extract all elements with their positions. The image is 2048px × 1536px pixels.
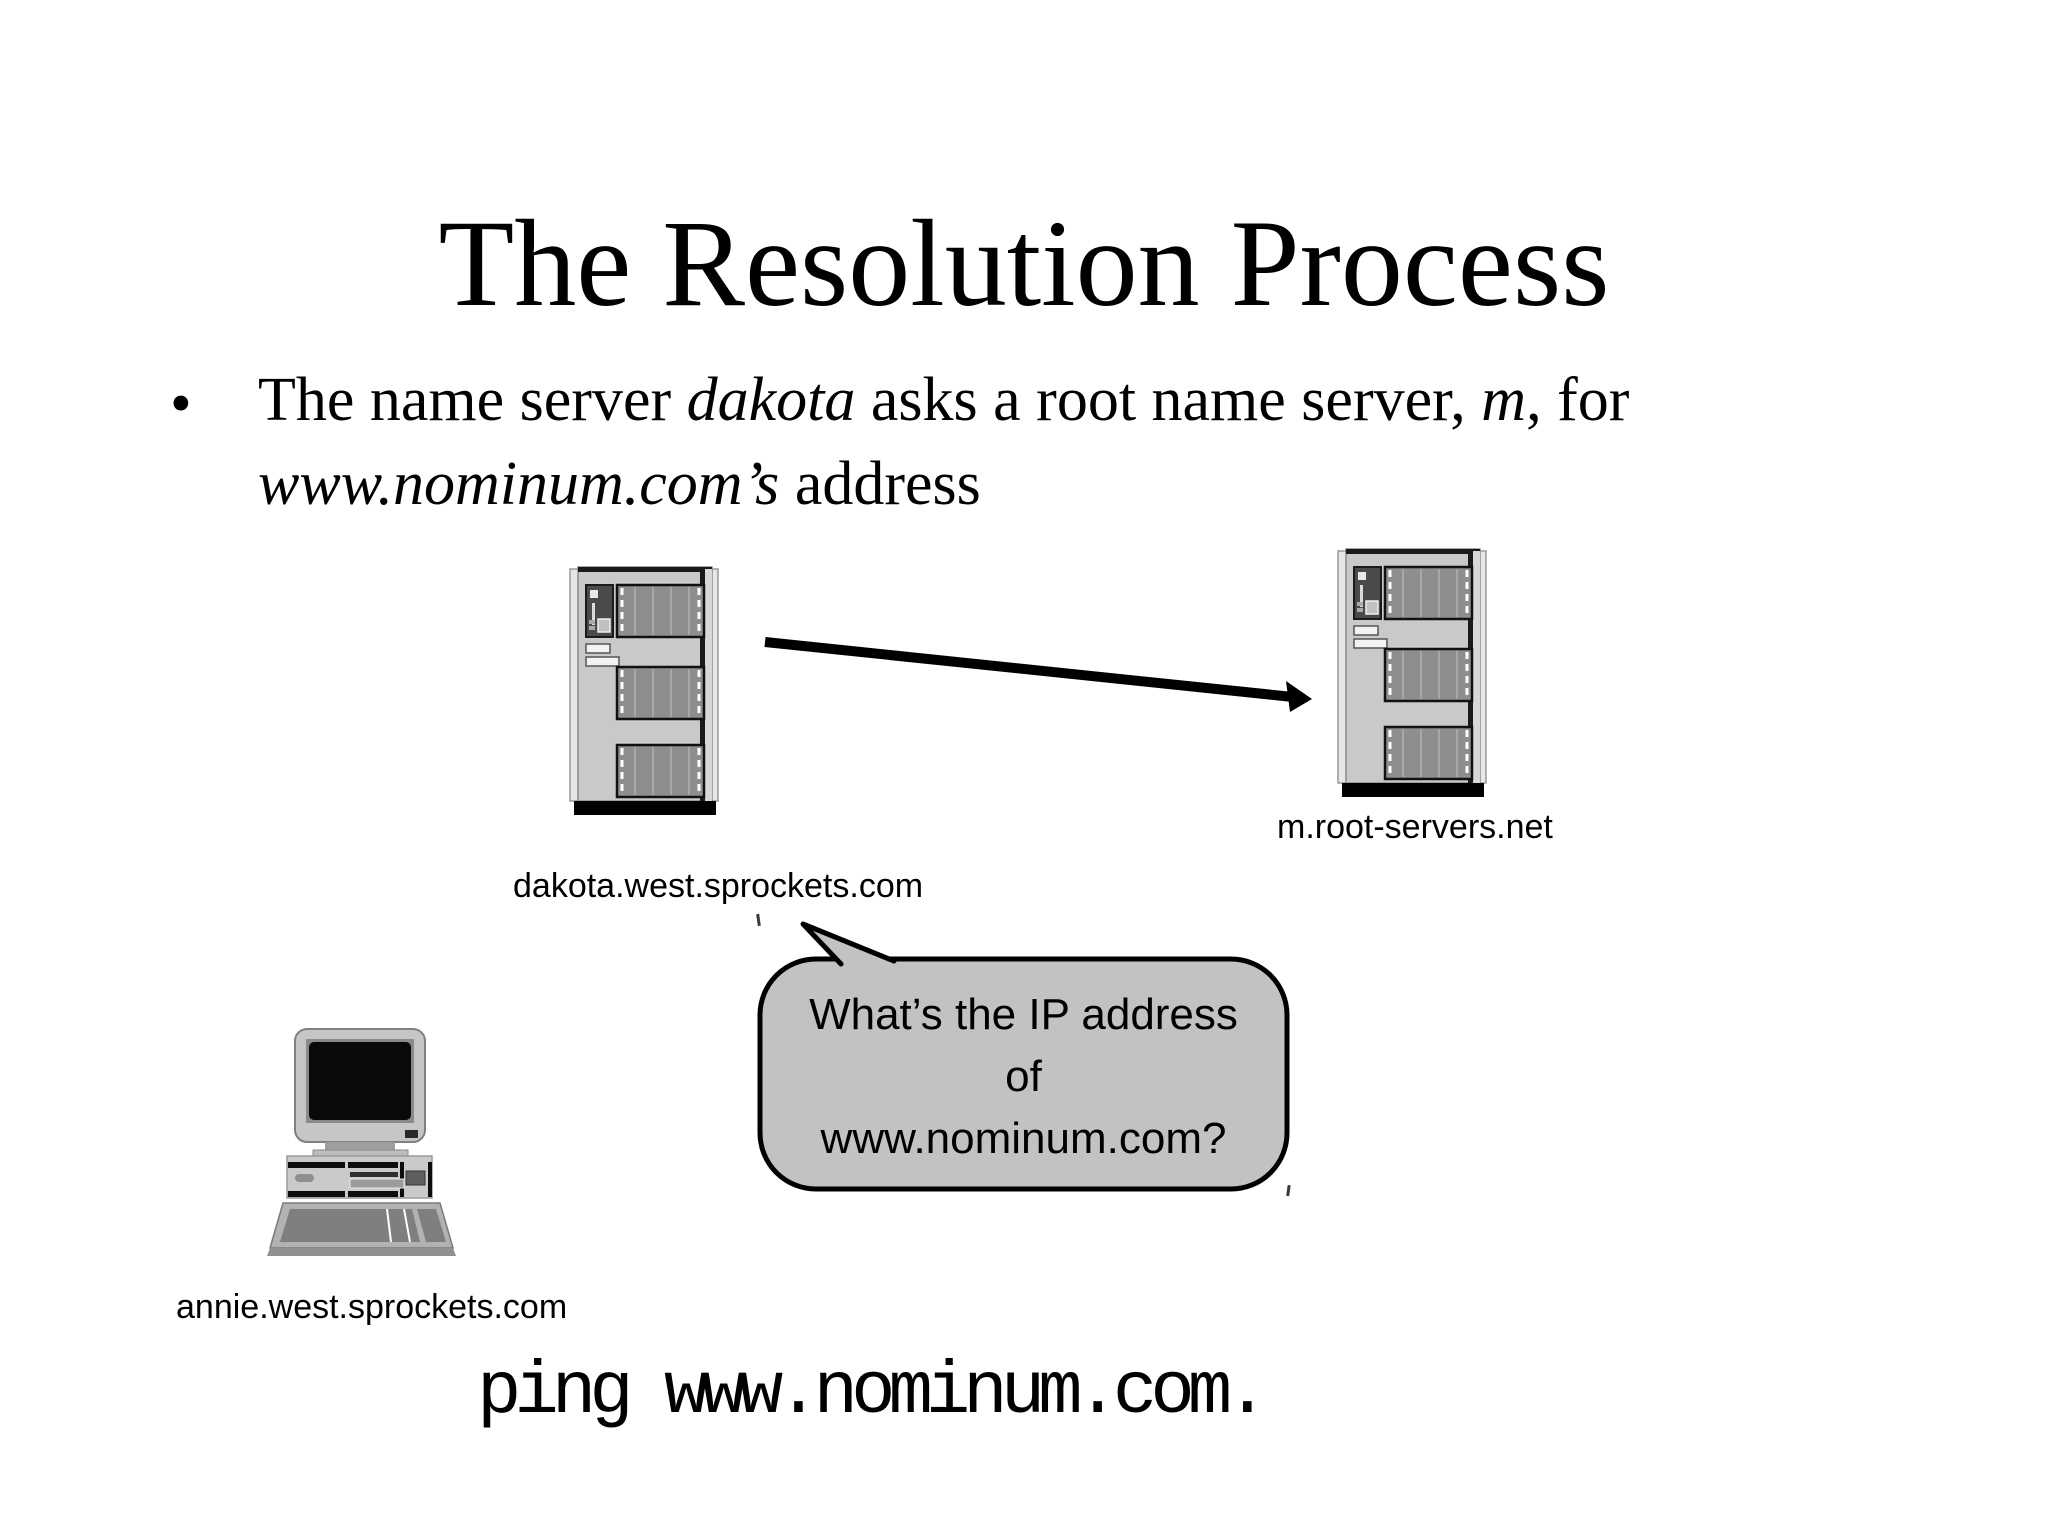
ping-command-text: ping www.nominum.com.	[477, 1351, 1270, 1435]
bullet-seg-1: The name server	[258, 366, 687, 434]
bullet-seg-dakota: dakota	[686, 366, 856, 434]
keyboard-icon	[267, 1202, 456, 1256]
bullet-marker: •	[170, 370, 192, 438]
bullet-seg-2: asks a root name server,	[855, 366, 1482, 434]
bullet-seg-m: m	[1481, 366, 1527, 434]
bullet-seg-nominum: www.nominum.com’s	[258, 450, 780, 518]
dakota-server-label: dakota.west.sprockets.com	[513, 867, 924, 905]
query-arrow	[764, 637, 1312, 712]
root-server-label: m.root-servers.net	[1277, 808, 1553, 846]
speech-bubble-tail	[800, 921, 897, 967]
speech-bubble-text: What’s the IP address of www.nominum.com…	[809, 990, 1238, 1163]
bullet-text: The name server dakota asks a root name …	[258, 358, 1818, 526]
page-title: The Resolution Process	[438, 195, 1610, 332]
monitor-icon	[294, 1028, 426, 1160]
bullet-seg-4: address	[779, 450, 981, 518]
speech-bubble	[756, 913, 1291, 1197]
dakota-server-icon	[570, 567, 718, 815]
client-computer-label: annie.west.sprockets.com	[176, 1288, 568, 1326]
bullet-seg-3: , for	[1526, 366, 1630, 434]
system-unit-icon	[286, 1155, 433, 1199]
root-server-icon	[1338, 549, 1486, 797]
client-computer-icon	[267, 1028, 456, 1256]
